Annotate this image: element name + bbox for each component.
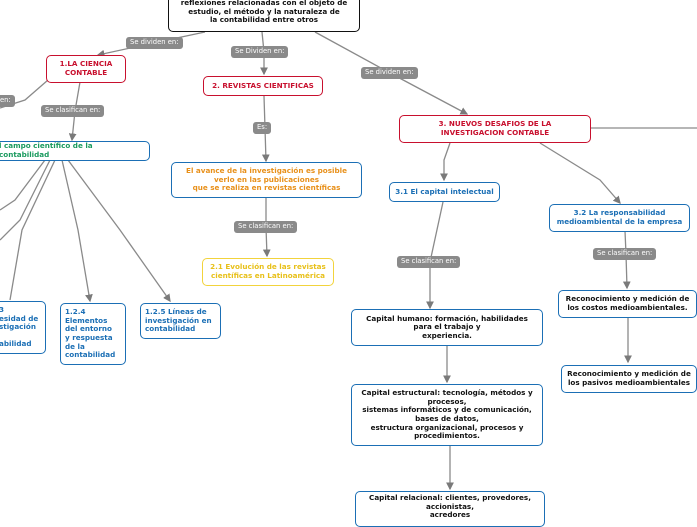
node-capital-humano[interactable]: Capital humano: formación, habilidades p…: [351, 309, 543, 346]
node-capital-estructural[interactable]: Capital estructural: tecnología, métodos…: [351, 384, 543, 446]
node-ciencia-contable[interactable]: 1.LA CIENCIA CONTABLE: [46, 55, 126, 83]
node-pasivos-medioambientales[interactable]: Reconocimiento y medición de los pasivos…: [561, 365, 697, 393]
node-avance-investigacion[interactable]: El avance de la investigación es posible…: [171, 162, 362, 198]
edge-desafios-resp: [539, 142, 621, 204]
edge-campo-entorno: [61, 159, 93, 303]
connector-en-left: en:: [0, 95, 15, 107]
node-nuevos-desafios[interactable]: 3. NUEVOS DESAFIOS DE LA INVESTIGACION C…: [399, 115, 591, 143]
root-node[interactable]: reflexiones relacionadas con el objeto d…: [168, 0, 360, 32]
edge-campo-extra2: [0, 159, 51, 241]
connector-se-dividen-desafios: Se dividen en:: [361, 67, 418, 79]
connector-se-dividen-ciencia: Se dividen en:: [126, 37, 183, 49]
edge-campo-lineas: [67, 159, 171, 303]
node-elementos-entorno[interactable]: 1.2.4 Elementos del entorno y respuesta …: [60, 303, 126, 365]
connector-se-clasifican-campo: Se clasifican en:: [41, 105, 105, 117]
node-capital-relacional[interactable]: Capital relacional: clientes, provedores…: [355, 491, 545, 527]
node-campo-cientifico[interactable]: l campo científico de la contabilidad: [0, 141, 150, 161]
connector-se-dividen-revistas: Se Dividen en:: [231, 46, 289, 58]
edge-capital-humano: [426, 201, 444, 310]
connector-es: Es:: [253, 122, 272, 134]
edge-campo-necesidad: [9, 159, 56, 301]
connector-se-clasifican-avance: Se clasifican en:: [234, 221, 298, 233]
connector-se-clasifican-capital: Se clasifican en:: [397, 256, 461, 268]
connector-se-clasifican-resp: Se clasifican en:: [593, 248, 657, 260]
edge-desafios-capital: [440, 142, 451, 182]
node-responsabilidad-medioambiental[interactable]: 3.2 La responsabilidad medioambiental de…: [549, 204, 690, 232]
node-costos-medioambientales[interactable]: Reconocimiento y medición de los costos …: [558, 290, 697, 318]
node-evolucion-revistas[interactable]: 2.1 Evolución de las revistas científica…: [202, 258, 334, 286]
node-revistas-cientificas[interactable]: 2. REVISTAS CIENTIFICAS: [203, 76, 323, 96]
node-necesidad-investigacion[interactable]: 3 esidad de stigación abilidad: [0, 301, 46, 354]
node-capital-intelectual[interactable]: 3.1 El capital intelectual: [389, 182, 500, 202]
edge-campo-extra1: [0, 159, 46, 211]
node-lineas-investigacion[interactable]: 1.2.5 Líneas de investigación en contabi…: [140, 303, 221, 339]
